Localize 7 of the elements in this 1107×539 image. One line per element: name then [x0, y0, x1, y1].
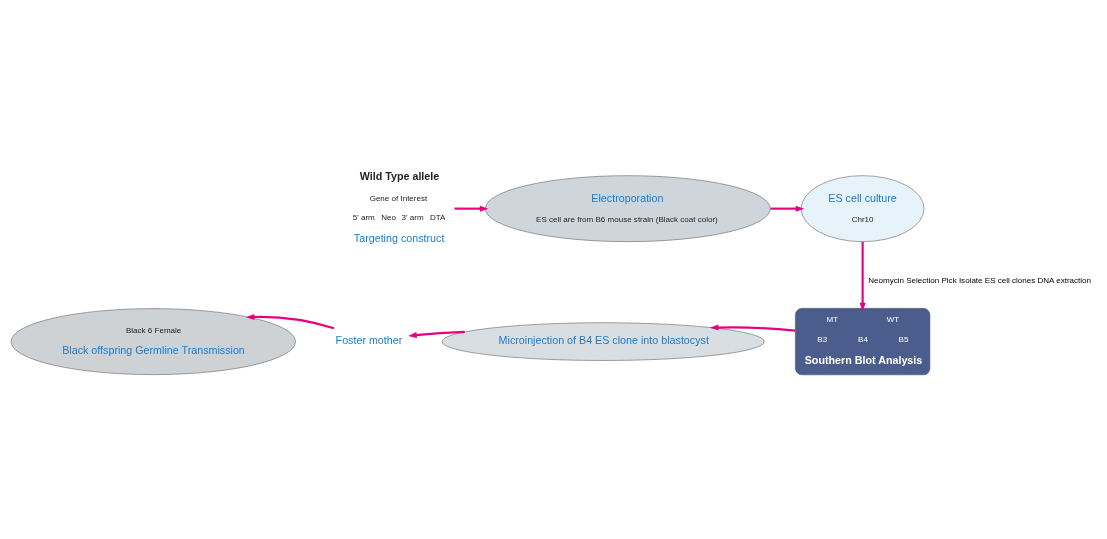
arrow [859, 241, 866, 312]
node-text: Foster mother [335, 334, 403, 347]
arrow [770, 205, 805, 212]
arrow [245, 313, 335, 330]
arrow [408, 330, 465, 339]
arrow [709, 324, 796, 332]
arrow [454, 205, 489, 212]
